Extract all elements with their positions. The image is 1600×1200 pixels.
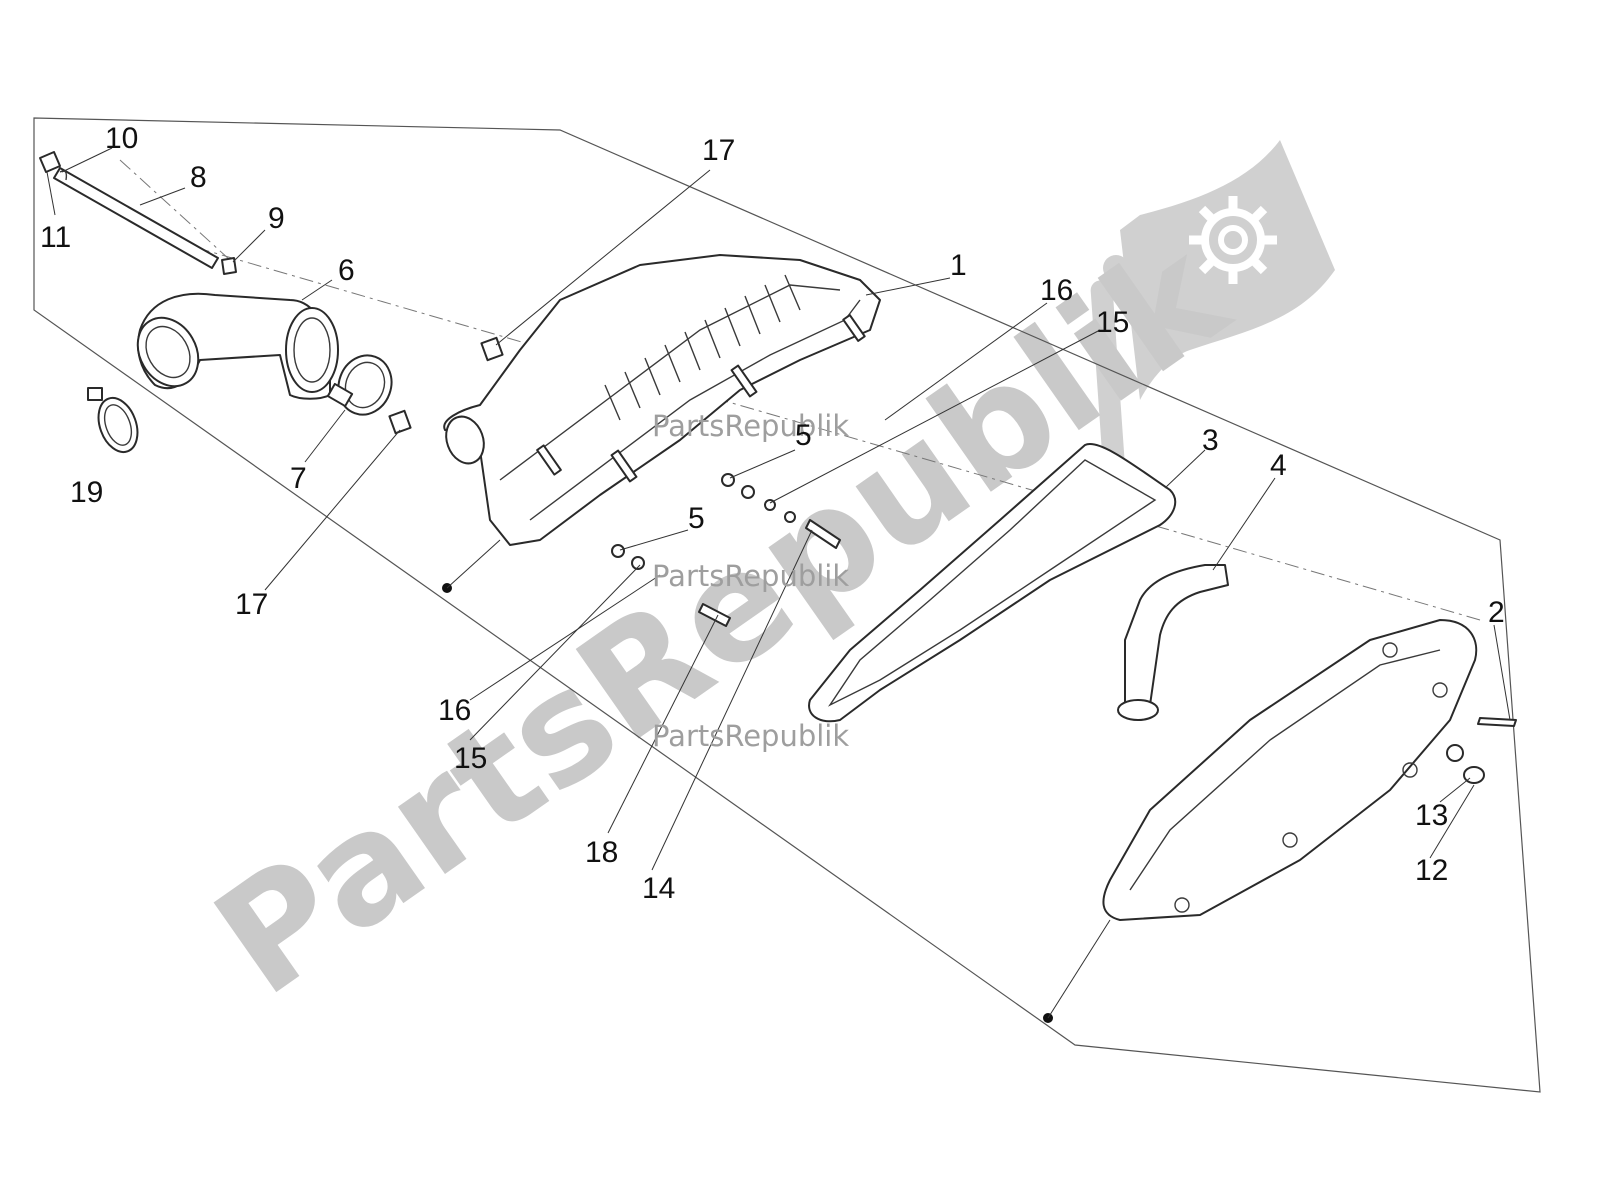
part-intake-elbow bbox=[136, 292, 339, 400]
gear-icon bbox=[1189, 196, 1277, 284]
part-air-box bbox=[443, 254, 881, 546]
part-rod bbox=[39, 151, 237, 275]
flag-logo bbox=[1090, 140, 1335, 510]
callout-16a: 16 bbox=[1040, 274, 1073, 307]
callout-13: 13 bbox=[1415, 799, 1448, 832]
callout-4: 4 bbox=[1270, 449, 1287, 482]
callout-9: 9 bbox=[268, 202, 285, 235]
callout-15a: 15 bbox=[1096, 306, 1129, 339]
callout-7: 7 bbox=[290, 462, 307, 495]
assembly-axis-2 bbox=[119, 159, 231, 261]
part-clip-upper bbox=[480, 336, 504, 362]
part-clip-lower bbox=[388, 409, 412, 435]
part-clamp-19 bbox=[87, 387, 139, 454]
callout-17b: 17 bbox=[235, 588, 268, 621]
callout-1: 1 bbox=[950, 249, 967, 282]
part-cover bbox=[1102, 619, 1478, 921]
callout-3: 3 bbox=[1202, 424, 1219, 457]
callout-5b: 5 bbox=[688, 502, 705, 535]
part-hardware bbox=[611, 473, 1517, 784]
watermark-small-2: PartsRepublik bbox=[652, 559, 849, 593]
callout-12: 12 bbox=[1415, 854, 1448, 887]
watermark-small-3: PartsRepublik bbox=[652, 719, 849, 753]
assembly-axis bbox=[169, 239, 1481, 621]
callout-17a: 17 bbox=[702, 134, 735, 167]
callout-labels: 1 2 3 4 5 5 6 7 8 9 10 11 12 13 14 15 15… bbox=[40, 122, 1505, 905]
callout-10: 10 bbox=[105, 122, 138, 155]
part-tube bbox=[1117, 564, 1229, 721]
callout-15b: 15 bbox=[454, 742, 487, 775]
callout-19: 19 bbox=[70, 476, 103, 509]
part-filter bbox=[808, 443, 1177, 723]
assembly-outline bbox=[33, 117, 1541, 1093]
callout-5a: 5 bbox=[795, 419, 812, 452]
callout-18: 18 bbox=[585, 836, 618, 869]
callout-14: 14 bbox=[642, 872, 675, 905]
callout-16b: 16 bbox=[438, 694, 471, 727]
callout-6: 6 bbox=[338, 254, 355, 287]
callout-8: 8 bbox=[190, 161, 207, 194]
callout-11: 11 bbox=[40, 221, 71, 254]
part-clamp bbox=[326, 354, 393, 416]
watermark-small-1: PartsRepublik bbox=[652, 409, 849, 443]
leader-lines bbox=[46, 147, 1511, 1019]
callout-2: 2 bbox=[1488, 596, 1505, 629]
